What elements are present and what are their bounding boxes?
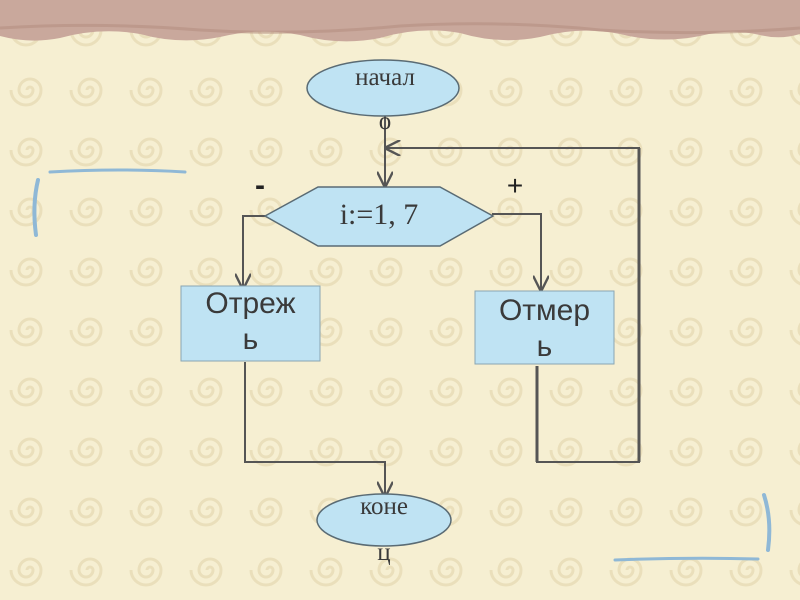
branch-yes-label: + <box>506 170 524 201</box>
left-process-box <box>180 285 321 362</box>
left-box-label: Отреж ь <box>205 287 296 356</box>
connector-left-to-end <box>244 362 385 496</box>
end-terminal-shape <box>316 493 452 547</box>
condition-label: i:=1, 7 <box>339 198 419 231</box>
right-box-label: Отмер ь <box>498 294 591 363</box>
right-bottom-stroke-decoration <box>613 556 760 562</box>
branch-no-label: - <box>255 169 265 202</box>
end-label: коне ц <box>360 493 408 566</box>
left-top-stroke-decoration <box>48 168 187 174</box>
right-process-box <box>474 290 615 365</box>
connector-condition-to-right <box>492 213 541 290</box>
right-bracket-decoration <box>762 493 772 552</box>
connector-condition-to-left <box>243 215 265 288</box>
condition-hexagon-shape <box>263 186 495 247</box>
left-bracket-decoration <box>32 178 40 237</box>
start-terminal-shape <box>306 59 460 117</box>
start-label: начал о <box>355 64 415 135</box>
